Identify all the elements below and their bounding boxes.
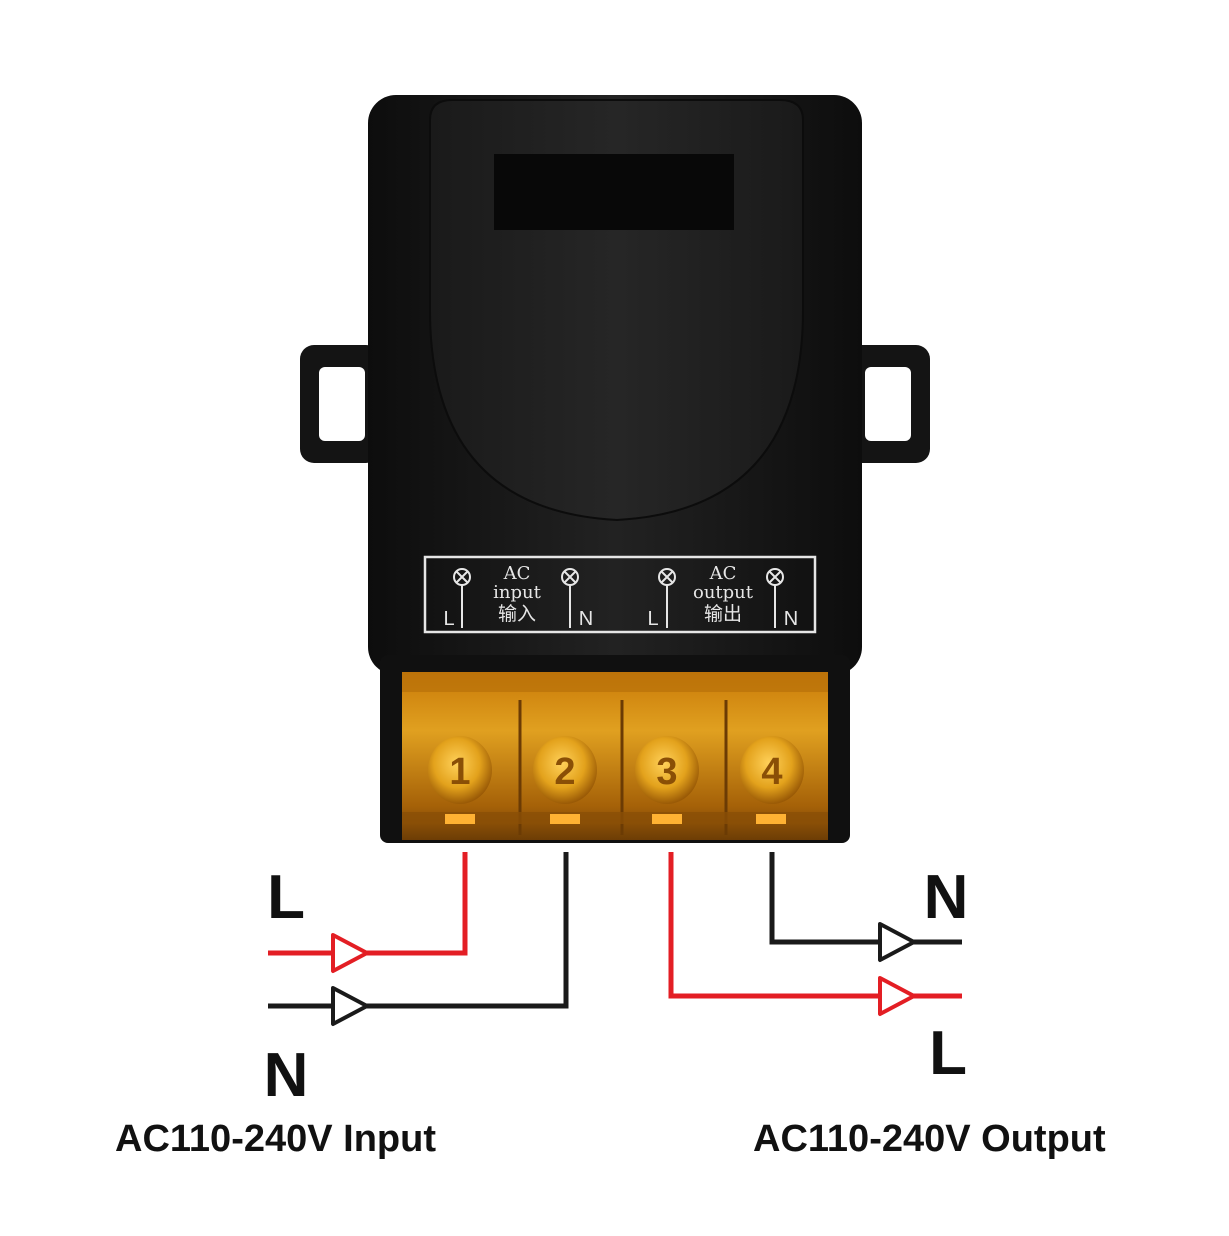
output-n-marker: N — [784, 608, 798, 630]
output-neutral-wire — [769, 852, 962, 962]
terminal-screw-2: 2 — [533, 736, 597, 804]
output-live-label: L — [929, 1019, 967, 1088]
terminal-label-panel: L AC input 输入 N L AC output 输出 N — [423, 555, 817, 634]
input-l-marker: L — [443, 608, 454, 630]
output-caption: AC110-240V Output — [753, 1118, 1106, 1160]
output-title-word: output — [693, 582, 754, 603]
terminal-number-3: 3 — [656, 751, 677, 793]
arrow-icon — [878, 976, 916, 1016]
terminal-number-4: 4 — [761, 751, 782, 793]
arrow-icon — [878, 922, 916, 962]
output-l-marker: L — [647, 608, 658, 630]
input-neutral-label: N — [264, 1041, 309, 1110]
terminal-number-2: 2 — [554, 751, 575, 793]
input-title-word: input — [493, 582, 541, 603]
input-neutral-wire — [268, 852, 569, 1026]
terminal-screw-3: 3 — [635, 736, 699, 804]
output-title-ac: AC — [709, 563, 737, 584]
input-n-marker: N — [579, 608, 593, 630]
terminal-number-1: 1 — [449, 751, 470, 793]
input-live-wire — [268, 852, 468, 973]
arrow-icon — [331, 986, 369, 1026]
terminal-block: 1 2 3 4 — [380, 655, 850, 843]
arrow-icon — [331, 933, 369, 973]
mounting-tab-right — [848, 345, 930, 463]
output-title-cn: 输出 — [704, 603, 742, 625]
input-title-cn: 输入 — [498, 603, 536, 625]
input-title-ac: AC — [503, 563, 531, 584]
terminal-screw-4: 4 — [740, 736, 804, 804]
input-caption: AC110-240V Input — [115, 1118, 436, 1160]
output-live-wire — [668, 852, 962, 1016]
input-live-label: L — [267, 863, 305, 932]
terminal-screw-1: 1 — [428, 736, 492, 804]
output-neutral-label: N — [924, 863, 969, 932]
display-window — [494, 154, 734, 230]
mounting-tab-left — [300, 345, 380, 463]
